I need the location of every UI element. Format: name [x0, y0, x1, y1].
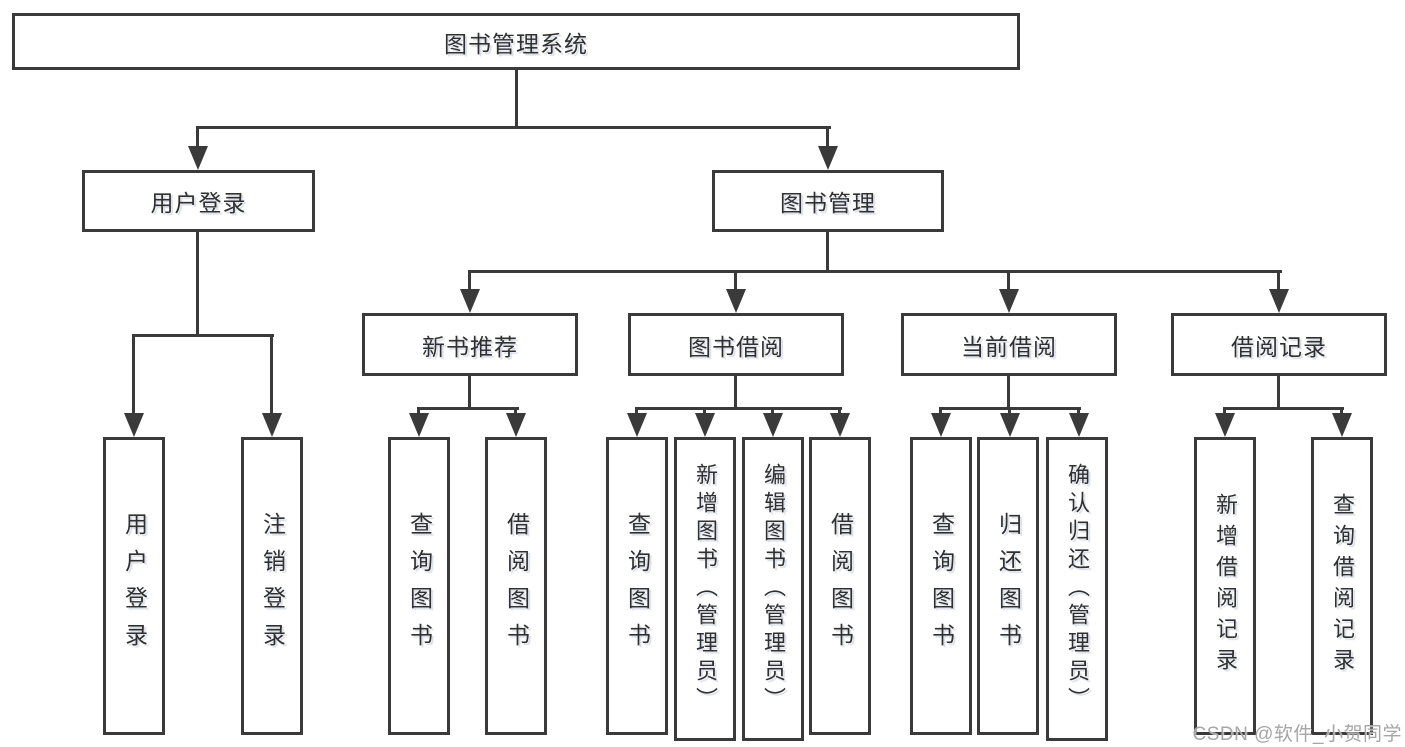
arrowhead-leaf — [695, 413, 715, 437]
node-new-book-recommendation-label: 新书推荐 — [422, 333, 518, 360]
watermark: CSDN @软件_小贺同学 — [1192, 724, 1402, 745]
arrowhead-leaf — [506, 413, 526, 437]
connector-book-borrow-hbar — [635, 407, 842, 410]
arrowhead-book-borrow — [726, 289, 746, 313]
arrowhead-borrow-records — [1269, 289, 1289, 313]
leaf-edit-books-admin: 编辑图书（管理员） — [742, 437, 804, 741]
node-borrowing-records-label: 借阅记录 — [1231, 333, 1327, 360]
leaf-add-borrow-record: 新增借阅记录 — [1194, 437, 1256, 735]
leaf-return-books-label: 归还图书 — [995, 512, 1022, 660]
node-user-login-label: 用户登录 — [150, 190, 247, 216]
leaf-add-borrow-record-label: 新增借阅记录 — [1213, 493, 1238, 679]
arrowhead-book-management — [818, 146, 838, 170]
connector-new-book-stem — [468, 374, 471, 410]
arrowhead-leaf-login — [124, 413, 144, 437]
leaf-query-borrow-record: 查询借阅记录 — [1311, 437, 1373, 735]
leaf-edit-books-admin-label: 编辑图书（管理员） — [761, 463, 786, 715]
leaf-borrow-books-label: 借阅图书 — [827, 512, 854, 660]
leaf-user-login-label: 用户登录 — [121, 512, 148, 660]
connector-stem-leaf-login — [132, 334, 135, 418]
arrowhead-leaf — [1215, 413, 1235, 437]
arrowhead-current-borrow — [999, 289, 1019, 313]
leaf-query-books-current-label: 查询图书 — [928, 512, 955, 660]
leaf-confirm-return-admin: 确认归还（管理员） — [1046, 437, 1108, 741]
connector-stem-leaf — [514, 407, 517, 418]
node-user-login: 用户登录 — [82, 170, 315, 232]
leaf-query-books-borrow-label: 查询图书 — [624, 512, 651, 660]
connector-stem-leaf — [838, 407, 841, 418]
leaf-user-login: 用户登录 — [103, 437, 165, 735]
connector-stem-leaf — [1340, 407, 1343, 418]
leaf-add-books-admin-label: 新增图书（管理员） — [693, 463, 718, 715]
leaf-query-books-recommend: 查询图书 — [388, 437, 450, 735]
leaf-query-books-current: 查询图书 — [910, 437, 972, 735]
connector-user-login-stem — [196, 230, 199, 337]
arrowhead-user-login — [188, 146, 208, 170]
connector-stem-book-management — [826, 126, 829, 150]
connector-stem-leaf — [1223, 407, 1226, 418]
arrowhead-leaf — [830, 413, 850, 437]
connector-stem-leaf — [771, 407, 774, 418]
connector-stem-leaf — [939, 407, 942, 418]
connector-stem-new-book — [468, 270, 471, 292]
leaf-add-books-admin: 新增图书（管理员） — [674, 437, 736, 741]
connector-user-login-hbar — [132, 334, 274, 337]
arrowhead-leaf — [1069, 413, 1089, 437]
connector-stem-user-login — [196, 126, 199, 150]
leaf-logout: 注销登录 — [241, 437, 303, 735]
arrowhead-leaf — [409, 413, 429, 437]
connector-stem-book-borrow — [734, 270, 737, 292]
connector-new-book-hbar — [417, 407, 519, 410]
leaf-borrow-books-recommend-label: 借阅图书 — [503, 512, 530, 660]
arrowhead-leaf — [1332, 413, 1352, 437]
leaf-borrow-books: 借阅图书 — [809, 437, 871, 735]
connector-current-borrow-stem — [1007, 374, 1010, 410]
connector-borrow-records-stem — [1277, 374, 1280, 410]
arrowhead-leaf — [931, 413, 951, 437]
node-book-borrowing: 图书借阅 — [628, 313, 844, 376]
node-borrowing-records: 借阅记录 — [1171, 313, 1387, 376]
leaf-query-books-borrow: 查询图书 — [606, 437, 668, 735]
connector-stem-leaf — [1077, 407, 1080, 418]
node-book-borrowing-label: 图书借阅 — [688, 333, 784, 360]
node-book-management-label: 图书管理 — [780, 190, 876, 216]
connector-book-management-stem — [826, 230, 829, 273]
node-book-management: 图书管理 — [712, 170, 944, 232]
node-root: 图书管理系统 — [12, 13, 1020, 70]
leaf-query-borrow-record-label: 查询借阅记录 — [1330, 493, 1355, 679]
connector-stem-borrow-records — [1277, 270, 1280, 292]
arrowhead-leaf-logout — [262, 413, 282, 437]
connector-stem-leaf — [703, 407, 706, 418]
connector-stem-leaf — [635, 407, 638, 418]
node-current-borrowing: 当前借阅 — [901, 313, 1117, 376]
connector-root-hbar — [196, 126, 831, 129]
connector-root-stem — [515, 68, 518, 129]
arrowhead-leaf — [1000, 413, 1020, 437]
node-current-borrowing-label: 当前借阅 — [961, 333, 1057, 360]
arrowhead-leaf — [627, 413, 647, 437]
connector-book-borrow-stem — [734, 374, 737, 410]
connector-stem-leaf — [417, 407, 420, 418]
leaf-query-books-recommend-label: 查询图书 — [406, 512, 433, 660]
leaf-borrow-books-recommend: 借阅图书 — [485, 437, 547, 735]
leaf-return-books: 归还图书 — [977, 437, 1039, 735]
connector-stem-leaf — [1008, 407, 1011, 418]
node-root-label: 图书管理系统 — [444, 30, 588, 57]
arrowhead-new-book — [460, 289, 480, 313]
leaf-logout-label: 注销登录 — [259, 512, 286, 660]
leaf-confirm-return-admin-label: 确认归还（管理员） — [1065, 463, 1090, 715]
connector-book-management-hbar — [468, 270, 1282, 273]
connector-borrow-records-hbar — [1223, 407, 1344, 410]
connector-stem-leaf-logout — [270, 334, 273, 418]
connector-stem-current-borrow — [1007, 270, 1010, 292]
arrowhead-leaf — [763, 413, 783, 437]
node-new-book-recommendation: 新书推荐 — [362, 313, 578, 376]
